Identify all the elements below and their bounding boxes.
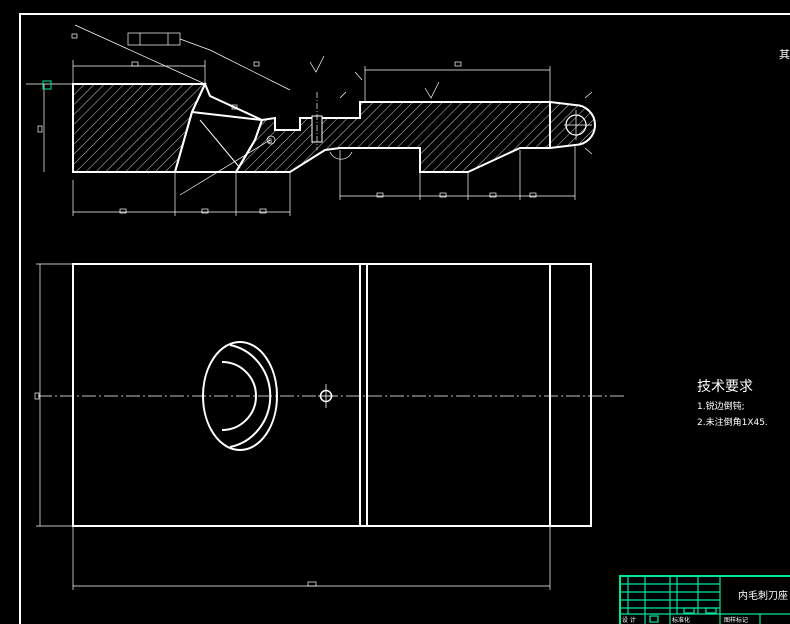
plan-view <box>34 263 625 590</box>
section-dimensions <box>37 24 593 216</box>
insertion-marker <box>42 80 52 90</box>
tech-req-item-2: 2.未注倒角1X45. <box>697 416 768 428</box>
title-cell-design: 设 计 <box>622 616 636 624</box>
section-hatch-left <box>72 83 207 173</box>
section-hatch-mid <box>234 101 551 173</box>
ellipse-pocket <box>202 341 278 451</box>
title-cell-process: 图样标记 <box>724 616 748 624</box>
tech-req-item-1: 1.锐边倒钝; <box>697 400 745 412</box>
title-block <box>619 575 790 624</box>
title-cell-check: 标准化 <box>672 616 690 624</box>
plan-outline <box>72 263 592 527</box>
datum-label: B <box>268 138 272 145</box>
tech-req-title: 技术要求 <box>697 379 753 395</box>
drawing-border <box>19 13 790 624</box>
feature-control-frame <box>127 32 181 46</box>
section-view <box>26 81 596 173</box>
corner-note: 其 <box>779 48 790 61</box>
title-part-name: 内毛刺刀座 <box>738 589 788 602</box>
tech-requirements: 技术要求 1.锐边倒钝; 2.未注倒角1X45. <box>697 379 768 428</box>
